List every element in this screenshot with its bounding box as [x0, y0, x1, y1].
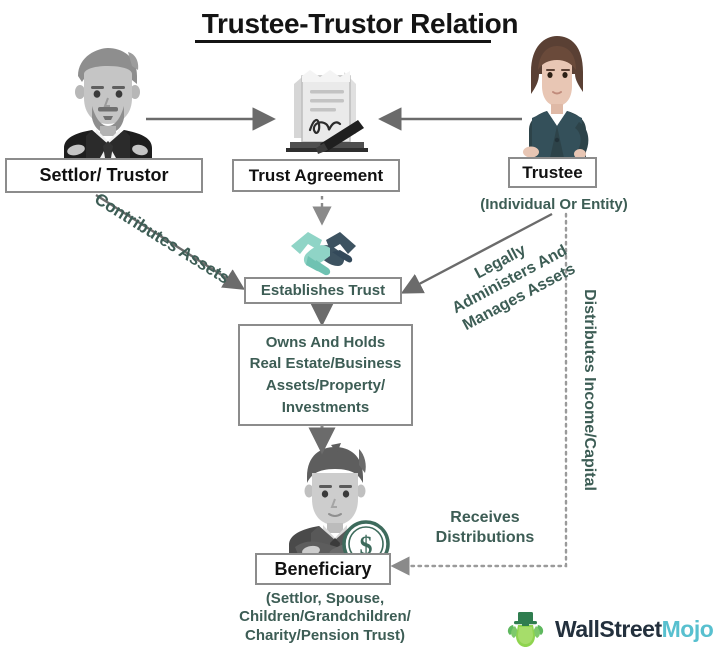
node-settlor-label: Settlor/ Trustor: [39, 165, 169, 186]
node-trust-agreement[interactable]: Trust Agreement: [232, 159, 400, 192]
node-agreement-label: Trust Agreement: [248, 165, 384, 185]
node-establishes-trust[interactable]: Establishes Trust: [244, 277, 402, 304]
title-underline: [195, 40, 491, 43]
wallstreetmojo-mark-icon: [507, 612, 544, 647]
node-establishes-label: Establishes Trust: [260, 281, 386, 299]
node-settlor-trustor[interactable]: Settlor/ Trustor: [5, 158, 203, 193]
wallstreetmojo-logo: WallStreetMojo: [505, 608, 714, 650]
beneficiary-caption: (Settlor, Spouse, Children/Grandchildren…: [239, 590, 411, 644]
node-trust-holdings[interactable]: Owns And Holds Real Estate/Business Asse…: [238, 324, 413, 426]
brand-primary: WallStreet: [555, 615, 662, 642]
edge-label-distributes-income: Distributes Income/Capital: [581, 289, 598, 491]
edge-label-contributes-assets: Contributes Assets: [91, 189, 233, 288]
node-beneficiary-label: Beneficiary: [274, 558, 372, 579]
edge-label-legally-administers: Legally Administers And Manages Assets: [449, 241, 579, 335]
page-title: Trustee-Trustor Relation: [201, 8, 519, 39]
node-trustee[interactable]: Trustee: [508, 157, 597, 188]
svg-text:$: $: [360, 531, 373, 560]
node-holdings-label: Owns And Holds Real Estate/Business Asse…: [249, 333, 402, 416]
brand-secondary: Mojo: [661, 615, 714, 642]
trustee-avatar-icon: [523, 36, 589, 159]
trustee-caption: (Individual Or Entity): [480, 196, 628, 213]
node-beneficiary[interactable]: Beneficiary: [255, 553, 391, 585]
settlor-avatar-icon: [64, 48, 152, 158]
node-trustee-label: Trustee: [522, 162, 583, 182]
handshake-icon: [291, 232, 356, 276]
edge-label-receives-distributions: Receives Distributions: [435, 509, 535, 546]
brand-text: WallStreetMojo: [555, 615, 714, 643]
signed-document-icon: [286, 70, 368, 154]
